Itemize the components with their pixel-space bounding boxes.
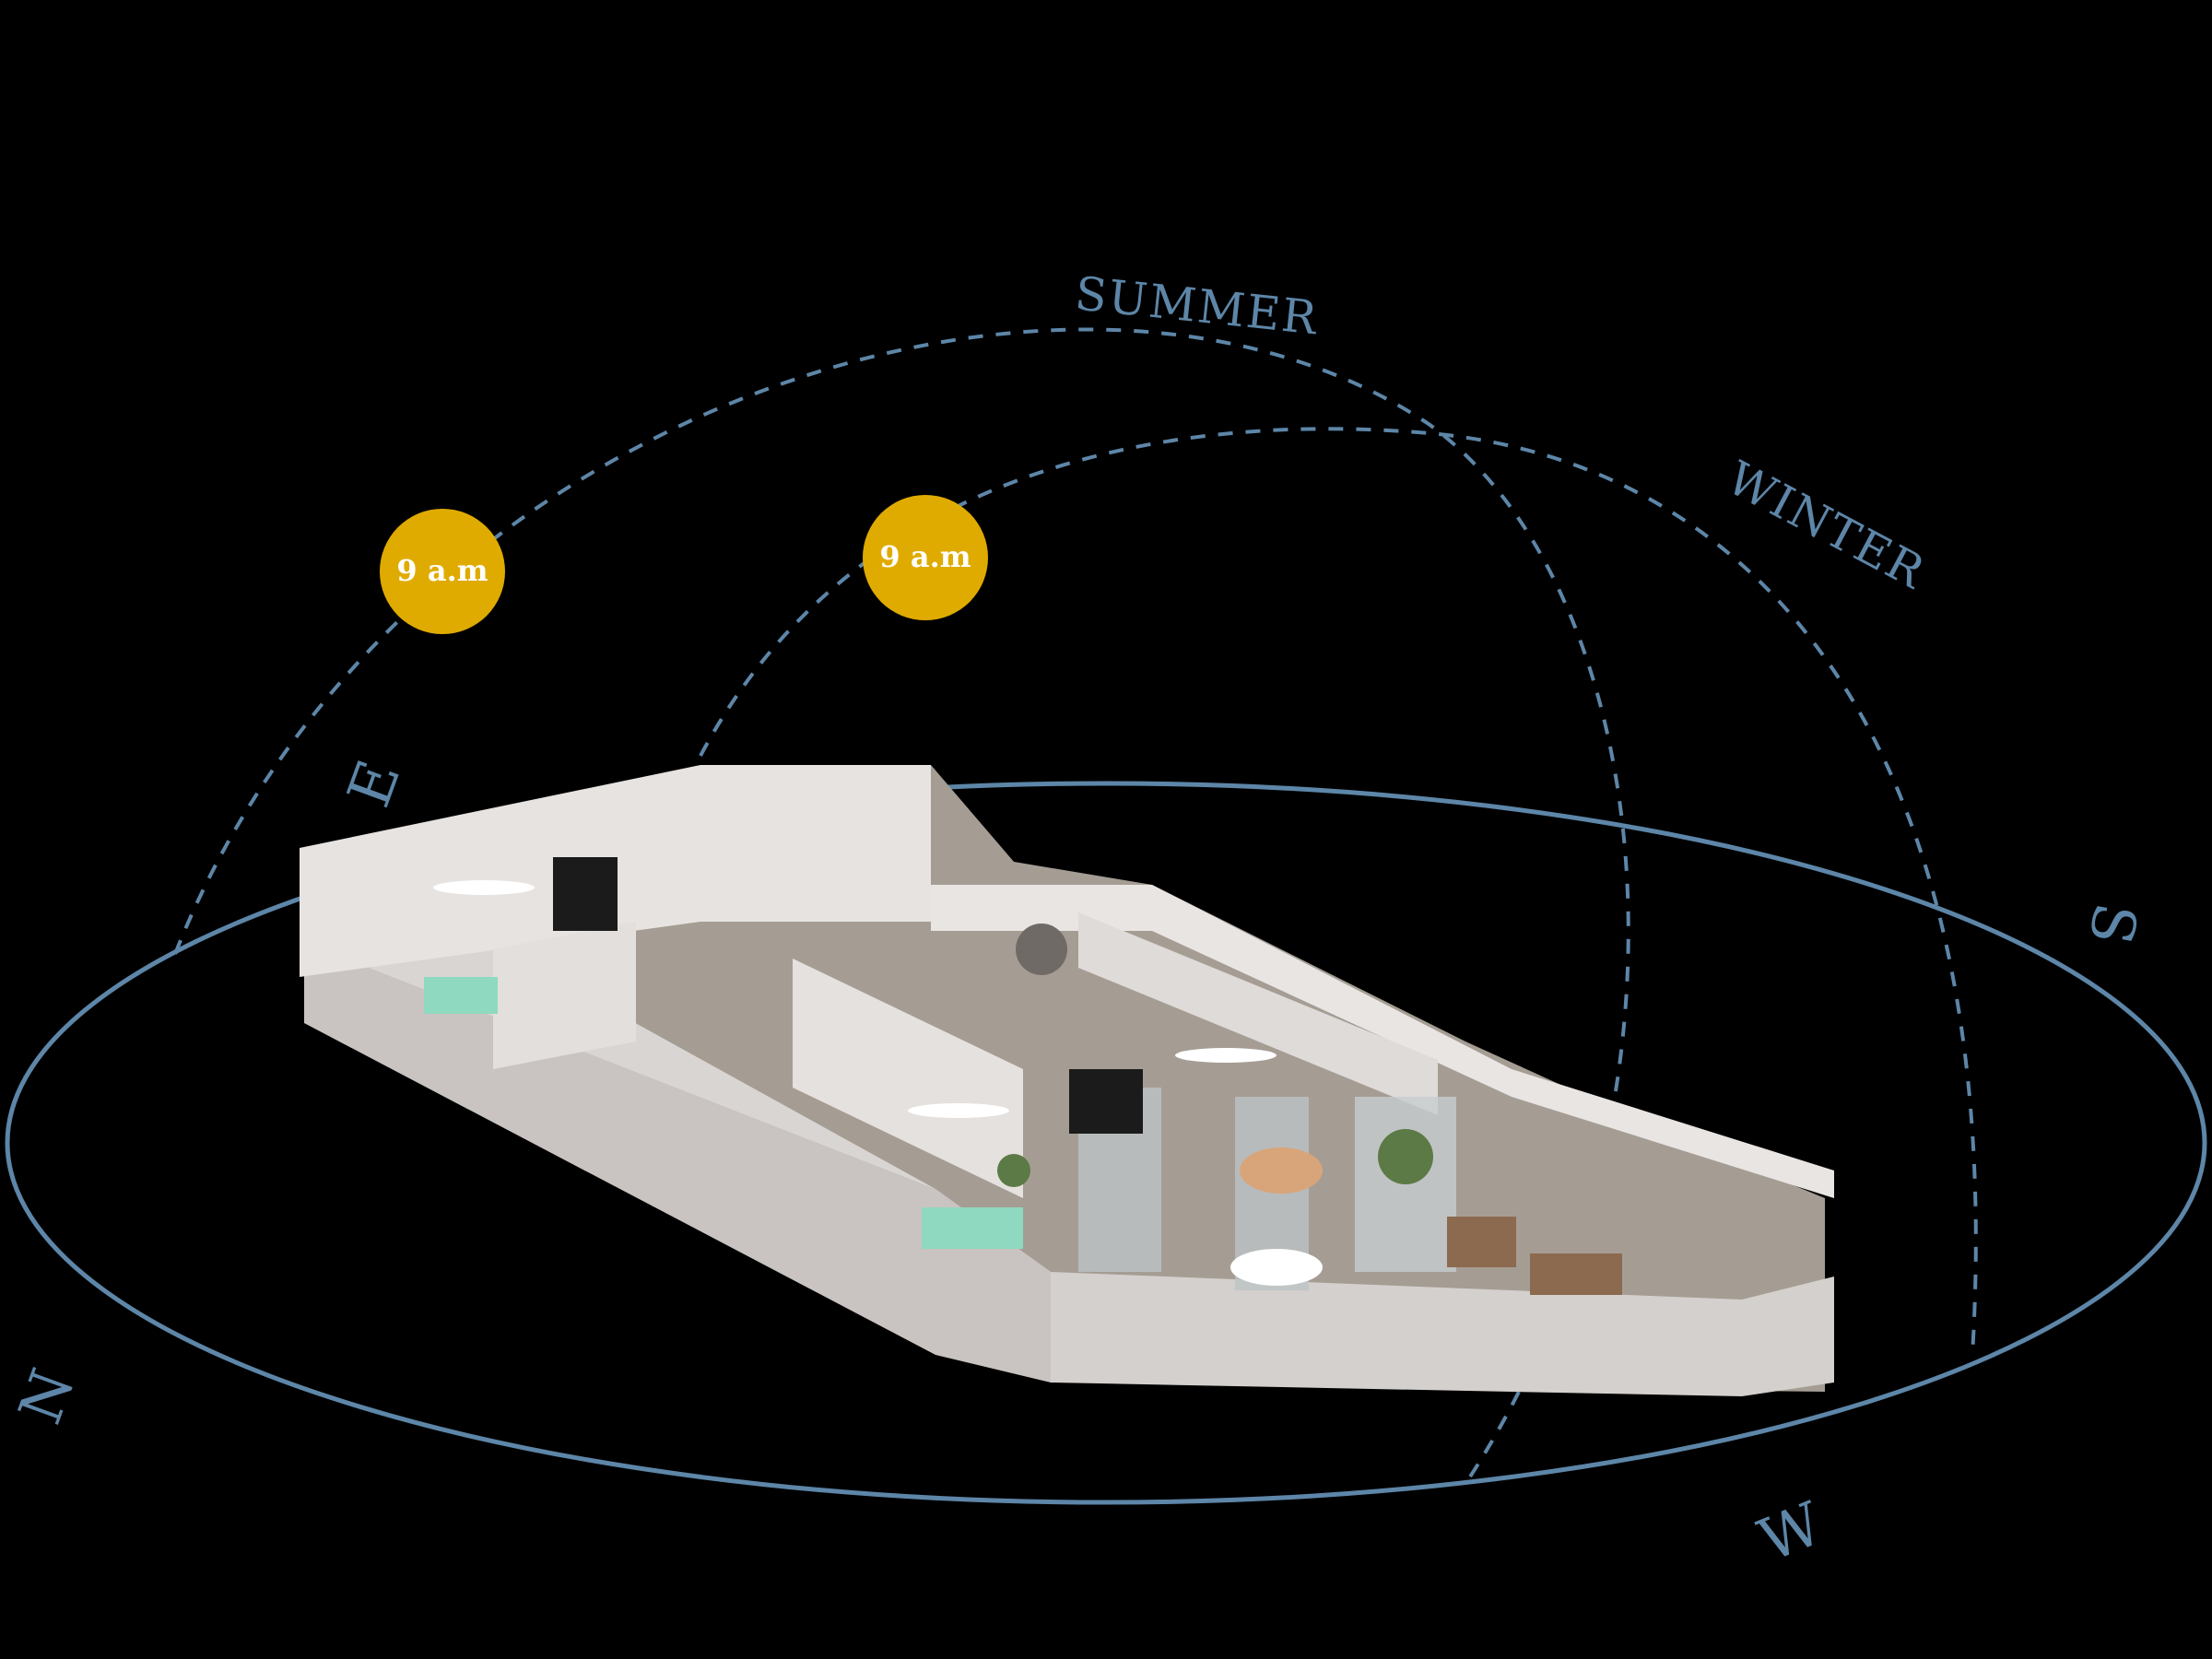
plant-1 xyxy=(1378,1129,1433,1184)
bed-2 xyxy=(922,1207,1023,1249)
compass-east: E xyxy=(335,752,415,816)
plant-2 xyxy=(997,1154,1030,1187)
tv xyxy=(553,857,618,931)
ceiling-fan-1 xyxy=(433,880,535,895)
partition-2 xyxy=(793,959,1023,1198)
round-table xyxy=(1240,1147,1323,1194)
winter-label: WINTER xyxy=(1718,451,1934,599)
sun-winter-label: 9 a.m xyxy=(879,539,971,574)
compass-south: S xyxy=(2075,898,2148,949)
sun-summer-label: 9 a.m xyxy=(396,553,488,588)
sun-winter-9am: 9 a.m xyxy=(863,495,988,620)
tv-2 xyxy=(1069,1069,1143,1134)
ceiling-fan-2 xyxy=(908,1103,1009,1118)
partition-1 xyxy=(493,922,636,1069)
apartment-model xyxy=(300,765,1834,1396)
terrace-table xyxy=(1230,1249,1323,1286)
partition-3 xyxy=(1078,912,1438,1115)
summer-label: SUMMER xyxy=(1073,266,1322,345)
right-back-wall xyxy=(931,885,1834,1198)
compass-north: N xyxy=(6,1360,88,1432)
ceiling-fan-3 xyxy=(1175,1048,1277,1063)
front-wall-lower xyxy=(304,885,1051,1382)
sun-summer-9am: 9 a.m xyxy=(380,509,505,634)
bed-1 xyxy=(424,977,498,1014)
horizon-ellipse xyxy=(5,781,2207,1505)
compass-west: W xyxy=(1750,1490,1832,1576)
armchair xyxy=(1447,1217,1516,1267)
mirror xyxy=(1016,924,1067,975)
sofa xyxy=(1530,1253,1622,1295)
terrace-wall xyxy=(1051,1272,1834,1396)
